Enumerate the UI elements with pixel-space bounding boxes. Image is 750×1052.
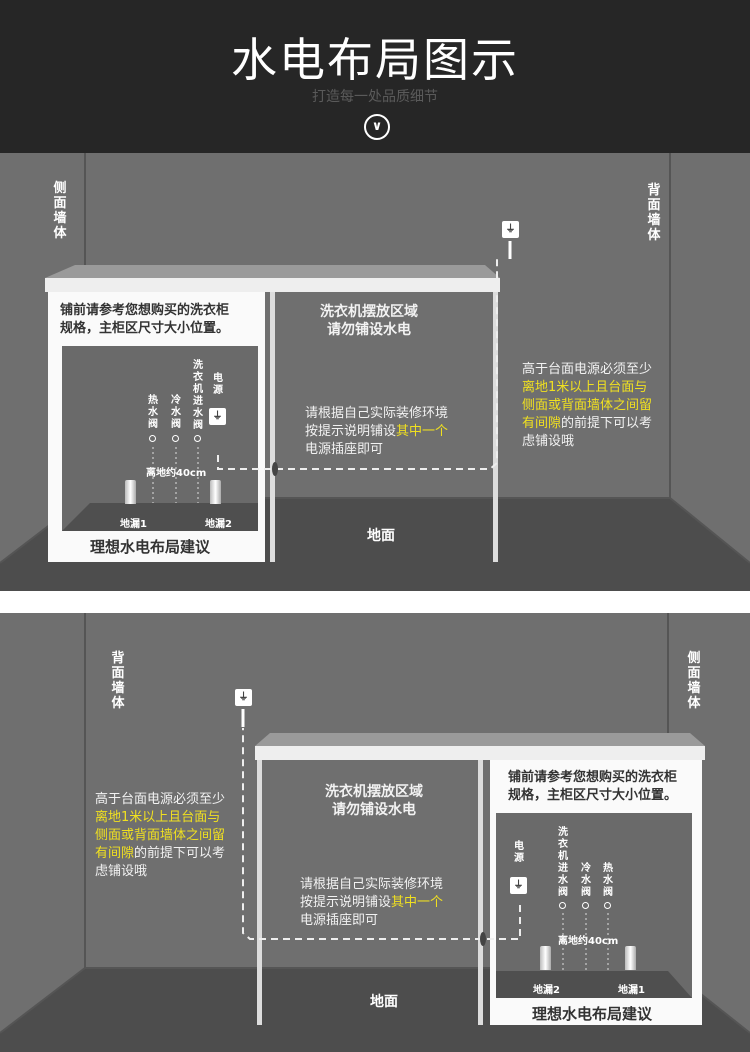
- high-outlet-note: 高于台面电源必须至少 离地1米以上且台面与 侧面或背面墙体之间留 有间隙的前提下…: [522, 362, 653, 449]
- cabinet-note: 铺前请参考您想购买的洗衣柜 规格，主柜区尺寸大小位置。: [60, 303, 230, 336]
- cold-valve-label: 冷水阀: [581, 863, 591, 898]
- drain-pipe-icon: [625, 946, 636, 970]
- hot-valve-label: 热水阀: [148, 395, 158, 430]
- cabinet-caption: 理想水电布局建议: [90, 538, 211, 556]
- back-wall-label: 背面墙体: [111, 651, 125, 711]
- height-note: 离地约40cm: [146, 468, 207, 479]
- hot-valve-icon: [604, 902, 611, 909]
- cold-valve-label: 冷水阀: [171, 395, 181, 430]
- power-outlet-icon: ⏚: [510, 877, 527, 894]
- layout-diagram-2: 背面墙体 侧面墙体 ⏚ 铺前请参考您想购买的洗衣柜 规格，主柜区尺寸大小位置。 …: [0, 613, 750, 1052]
- drain-1-label: 地漏1: [618, 985, 645, 996]
- power-outlet-icon: ⏚: [209, 408, 226, 425]
- page-title: 水电布局图示: [231, 33, 519, 87]
- power-outlet-icon: ⏚: [502, 221, 519, 238]
- cabinet-note: 铺前请参考您想购买的洗衣柜 规格，主柜区尺寸大小位置。: [508, 770, 678, 803]
- floor-label: 地面: [370, 994, 398, 1010]
- power-label: 电源: [213, 373, 223, 396]
- drain-2-label: 地漏2: [205, 519, 232, 530]
- install-note: 请根据自己实际装修环境 按提示说明铺设其中一个 电源插座即可: [305, 406, 449, 457]
- height-note: 离地约40cm: [558, 936, 619, 947]
- cabinet-caption: 理想水电布局建议: [532, 1005, 653, 1023]
- washer-area-note: 洗衣机摆放区域 请勿铺设水电: [325, 784, 423, 818]
- power-outlet-icon: ⏚: [235, 689, 252, 706]
- page-subtitle: 打造每一处品质细节: [312, 89, 438, 105]
- hot-valve-label: 热水阀: [603, 863, 613, 898]
- drain-1-label: 地漏1: [120, 519, 147, 530]
- chevron-down-circle-icon[interactable]: ∨: [364, 114, 390, 140]
- side-wall-label: 侧面墙体: [53, 181, 67, 241]
- floor-label: 地面: [367, 528, 395, 544]
- washer-valve-label: 洗衣机进水阀: [558, 827, 568, 898]
- install-note: 请根据自己实际装修环境 按提示说明铺设其中一个 电源插座即可: [300, 877, 444, 928]
- washer-valve-icon: [559, 902, 566, 909]
- drain-2-label: 地漏2: [533, 985, 560, 996]
- high-outlet-note: 高于台面电源必须至少 离地1米以上且台面与 侧面或背面墙体之间留 有间隙的前提下…: [95, 792, 226, 879]
- room-drawing: [0, 153, 750, 591]
- drain-pipe-icon: [125, 480, 136, 504]
- power-label: 电源: [514, 841, 524, 864]
- cold-valve-icon: [582, 902, 589, 909]
- side-wall-label: 侧面墙体: [687, 651, 701, 711]
- washer-area-note: 洗衣机摆放区域 请勿铺设水电: [320, 304, 418, 338]
- header: 水电布局图示 打造每一处品质细节 ∨: [0, 0, 750, 153]
- back-wall-label: 背面墙体: [647, 183, 661, 243]
- drain-pipe-icon: [210, 480, 221, 504]
- hot-valve-icon: [149, 435, 156, 442]
- layout-diagram-1: 侧面墙体 背面墙体 ⏚ 铺前请参考您想购买的洗衣柜 规格，主柜区尺寸大小位置。 …: [0, 153, 750, 591]
- washer-valve-label: 洗衣机进水阀: [193, 360, 203, 431]
- washer-valve-icon: [194, 435, 201, 442]
- drain-pipe-icon: [540, 946, 551, 970]
- cold-valve-icon: [172, 435, 179, 442]
